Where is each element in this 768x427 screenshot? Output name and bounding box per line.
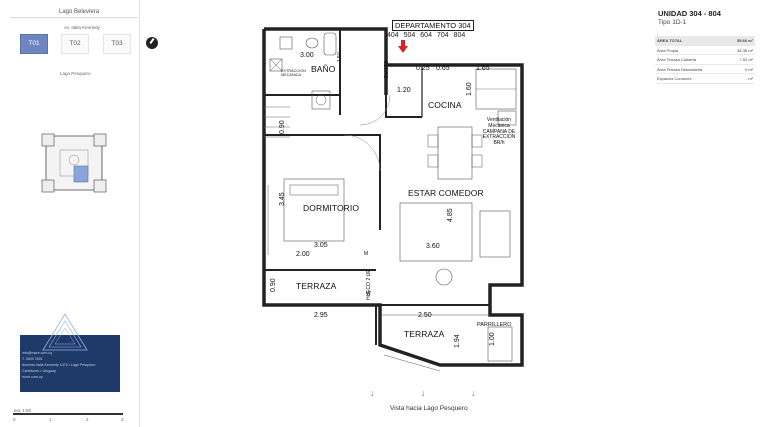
street-label: Av. Italia Kennedy (64, 25, 100, 30)
scale-tick-3: 3 (121, 417, 124, 422)
area-label: Espacios Comunes (657, 76, 692, 81)
dim-295: 2.95 (314, 312, 328, 319)
info-web: more.com.uy (22, 375, 43, 379)
scale-tick-0: 0 (13, 417, 16, 422)
dim-090-b: 0.90 (270, 278, 277, 292)
contact-panel: info@more.com.uy T. 0800 3901 Avenida It… (20, 313, 120, 392)
key-plan (41, 133, 107, 193)
room-terraza-1: TERRAZA (296, 281, 337, 291)
lake-bottom-label: Lago Pesquero (60, 71, 91, 76)
dim-160: 1.60 (466, 82, 473, 96)
room-terraza-2: TERRAZA (404, 329, 445, 339)
scale-tick-1: 1 (49, 417, 52, 422)
dim-165: 1.65 (476, 65, 490, 72)
scale-tick-2: 2 (86, 417, 89, 422)
area-row: Área Terraza Descubierta 0 m² (655, 65, 755, 74)
view-arrow-icon: ↓ (370, 388, 375, 398)
dim-120: 1.20 (397, 87, 411, 94)
room-dormitorio: DORMITORIO (303, 203, 360, 213)
area-label: ÁREA TOTAL (657, 38, 683, 43)
view-arrow-icon: ↓ (471, 388, 476, 398)
dim-305: 3.05 (314, 242, 328, 249)
dim-300: 3.00 (300, 52, 314, 59)
note-w: W (366, 291, 371, 297)
info-address: Avenida Italia Kennedy 1470 • Lago Pesqu… (22, 363, 96, 367)
dim-485: 4.85 (447, 208, 454, 222)
entrance-arrow-icon (398, 40, 408, 53)
area-label: Área Terraza Cubierta (657, 57, 697, 62)
scale-bar (13, 413, 123, 415)
note-ducto: DUCTO (384, 60, 390, 78)
dim-090-a: 0.90 (279, 120, 286, 134)
room-estar-comedor: ESTAR COMEDOR (408, 188, 484, 198)
area-value: 48.36 m² (737, 47, 753, 53)
floor-804: 804 (453, 32, 466, 39)
note-extraccion: EXTRACCION MECANICA (281, 69, 306, 78)
room-parrillero: PARRILLERO (477, 322, 512, 328)
dim-345: 3.45 (279, 192, 286, 206)
area-value: 0 m² (745, 66, 753, 72)
area-label: Área Propia (657, 47, 679, 53)
compass-icon (146, 37, 158, 49)
area-table: ÁREA TOTAL 55.66 m² Área Propia 48.36 m²… (655, 36, 755, 84)
apartment-title: DEPARTAMENTO 304 (392, 20, 474, 31)
area-label: Área Terraza Descubierta (657, 66, 703, 72)
view-caption: Vista hacia Lago Pesquero (390, 405, 468, 412)
view-arrow-icon: ↓ (421, 388, 426, 398)
dim-360: 3.60 (426, 243, 440, 250)
tower-t03-button[interactable]: T03 (103, 34, 131, 54)
logo-mountain-icon (42, 313, 88, 351)
scale-label: esc 1:50 (14, 408, 32, 413)
floor-504: 504 (403, 32, 416, 39)
info-city: Canelones • Uruguay (22, 369, 57, 373)
floor-404: 404 (387, 32, 399, 39)
floor-list: 404 504 604 704 804 (387, 32, 465, 39)
note-ventilacion: Ventilación Mecánica CAMPANA DE EXTRACCI… (482, 117, 516, 146)
area-row-total: ÁREA TOTAL 55.66 m² (655, 36, 755, 46)
area-row: Área Propia 48.36 m² (655, 46, 755, 55)
dim-250: 2.50 (418, 312, 432, 319)
dim-150: 1.50 (337, 52, 343, 62)
unit-type: Tipo 1D-1 (658, 19, 687, 26)
dim-025: 0.25 (416, 65, 430, 72)
area-row: Espacios Comunes - m² (655, 74, 755, 84)
divider (10, 17, 138, 18)
dim-100: 1.00 (489, 332, 496, 346)
area-row: Área Terraza Cubierta 7.52 m² (655, 55, 755, 65)
note-m: M (364, 251, 369, 257)
floor-604: 604 (420, 32, 432, 39)
area-value: 55.66 m² (736, 38, 753, 43)
info-phone: T. 0800 3901 (22, 357, 43, 361)
room-bano: BAÑO (311, 64, 336, 74)
tower-t01-button[interactable]: T01 (20, 34, 48, 54)
floor-704: 704 (436, 32, 449, 39)
area-value: - m² (745, 76, 753, 81)
lake-top-label: Lago Beleviera (59, 9, 100, 15)
panel-divider (139, 0, 140, 427)
dim-065: 0.65 (436, 65, 450, 72)
dim-194: 1.94 (454, 334, 461, 348)
area-value: 7.52 m² (739, 57, 753, 62)
tower-t02-button[interactable]: T02 (61, 34, 89, 54)
tower-selector: T01 T02 T03 (20, 34, 135, 54)
info-email: info@more.com.uy (22, 351, 53, 355)
floor-plan (262, 27, 524, 372)
room-cocina: COCINA (428, 100, 462, 110)
unit-title: UNIDAD 304 - 804 (658, 9, 721, 18)
dim-200: 2.00 (296, 251, 310, 258)
